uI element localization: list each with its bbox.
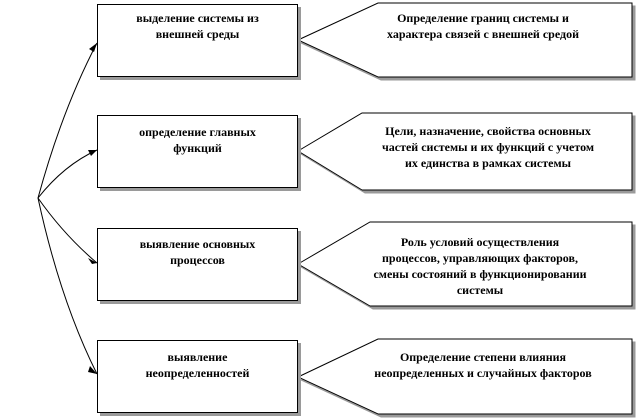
description-text-2: Цели, назначение, свойства основных част…	[381, 124, 595, 170]
stage-label-4: выявление неопределенностей	[145, 350, 250, 380]
arrowhead-stage-4	[88, 366, 97, 374]
arrow-to-stage-1	[37, 42, 98, 199]
stage-box-4: выявление неопределенностей	[97, 340, 298, 413]
arrow-to-stage-3	[37, 197, 98, 264]
arrowhead-stage-3	[88, 258, 97, 264]
description-text-1: Определение границ системы и характера с…	[386, 11, 579, 41]
description-shape-3	[297, 221, 633, 307]
stage-box-3: выявление основных процессов	[97, 228, 298, 301]
description-shape-4	[296, 338, 633, 415]
stage-box-1: выделение системы из внешней среды	[97, 4, 298, 77]
stage-label-3: выявление основных процессов	[139, 237, 256, 267]
stage-label-1: выделение системы из внешней среды	[136, 11, 259, 41]
arrowhead-stage-1	[89, 43, 97, 52]
stage-box-2: определение главных функций	[97, 115, 298, 188]
description-shape-1	[296, 2, 633, 78]
arrowhead-stage-2	[88, 150, 97, 156]
description-text-3: Роль условий осуществления процессов, уп…	[373, 235, 587, 297]
arrow-to-stage-4	[37, 197, 98, 375]
description-shape-2	[297, 112, 633, 191]
stage-label-2: определение главных функций	[139, 125, 256, 155]
description-text-4: Определение степени влияния неопределенн…	[374, 350, 592, 380]
arrow-to-stage-2	[37, 149, 98, 199]
